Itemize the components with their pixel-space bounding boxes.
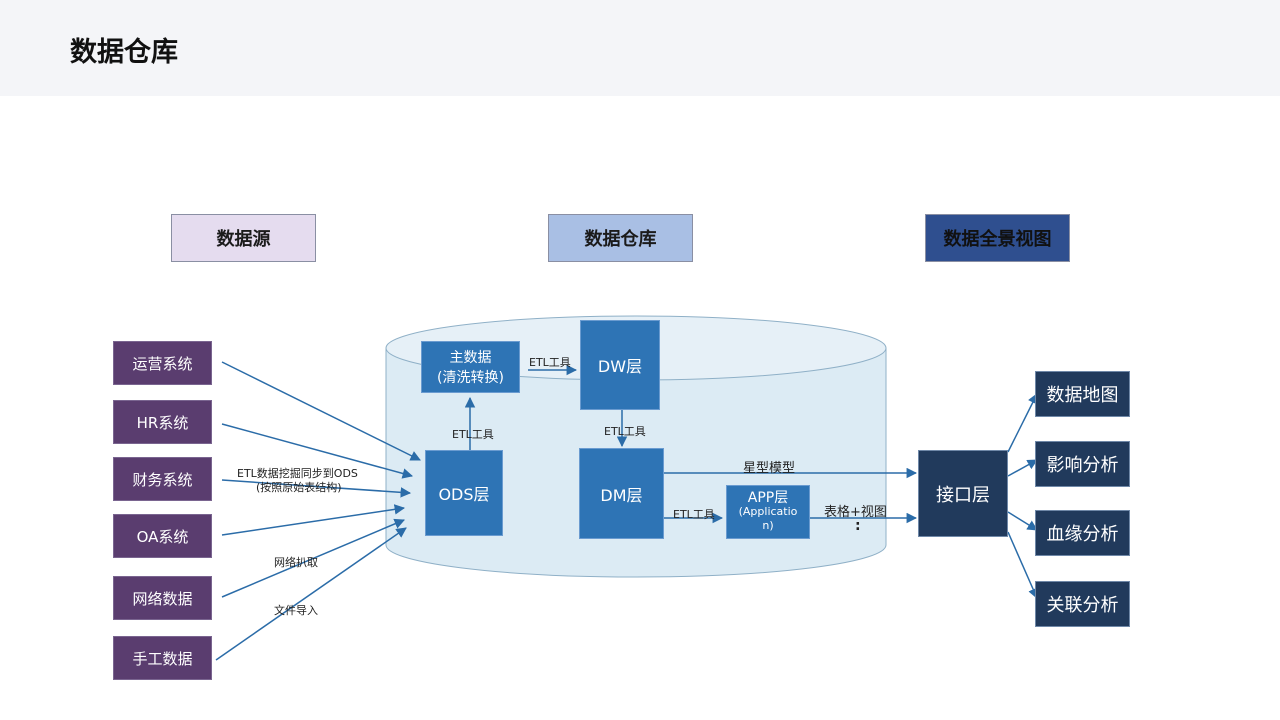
source-finance-system: 财务系统 [113,457,212,501]
arrow-interface-to-lineage [1007,511,1038,531]
source-manual-data: 手工数据 [113,636,212,680]
app-layer-subtitle-end: n) [762,519,774,532]
output-impact-analysis: 影响分析 [1035,441,1130,487]
output-lineage-analysis: 血缘分析 [1035,510,1130,556]
arrow-hr-to-ods [221,423,414,479]
dm-layer-box: DM层 [579,448,664,539]
sources-column-header: 数据源 [171,214,316,262]
source-hr-system: HR系统 [113,400,212,444]
arrow-manual-to-ods [215,527,407,661]
label-star-model: 星型模型 [743,461,796,476]
interface-layer-box: 接口层 [918,450,1008,537]
master-data-subtitle: (清洗转换) [437,370,504,386]
source-web-data: 网络数据 [113,576,212,620]
label-file-import: 文件导入 [274,604,318,617]
app-layer-subtitle: (Applicatio [738,505,798,518]
app-layer-box: APP层 (Applicatio n) [726,485,810,539]
source-oa-system: OA系统 [113,514,212,558]
output-relation-analysis: 关联分析 [1035,581,1130,627]
arrow-interface-to-relation [1007,531,1039,599]
label-colon: : [855,518,861,534]
source-ops-system: 运营系统 [113,341,212,385]
label-etl-dm-app: ETL工具 [673,508,715,521]
app-layer-title: APP层 [747,490,789,506]
master-data-box: 主数据 (清洗转换) [421,341,520,393]
warehouse-column-header: 数据仓库 [548,214,693,262]
label-etl-to-ods-note: (按照原始表结构) [256,481,342,494]
label-etl-ods-master: ETL工具 [452,428,494,441]
arrow-oa-to-ods [221,504,406,536]
ods-layer-box: ODS层 [425,450,503,536]
arrow-finance-to-ods [221,479,412,498]
label-web-crawl: 网络扒取 [274,556,318,569]
page-title: 数据仓库 [70,37,178,68]
output-data-map: 数据地图 [1035,371,1130,417]
dw-layer-box: DW层 [580,320,660,410]
label-etl-master-dw: ETL工具 [529,356,571,369]
arrow-ops-to-ods [221,361,421,461]
label-etl-dw-dm: ETL工具 [604,425,646,438]
panorama-column-header: 数据全景视图 [925,214,1070,262]
header-bar [0,0,1280,96]
arrow-interface-to-impact [1007,459,1038,477]
arrow-interface-to-map [1007,393,1038,453]
label-etl-to-ods: ETL数据挖掘同步到ODS [237,467,358,480]
label-table-view: 表格+视图 [824,505,887,520]
arrow-web-to-ods [221,518,405,598]
master-data-title: 主数据 [449,350,492,366]
